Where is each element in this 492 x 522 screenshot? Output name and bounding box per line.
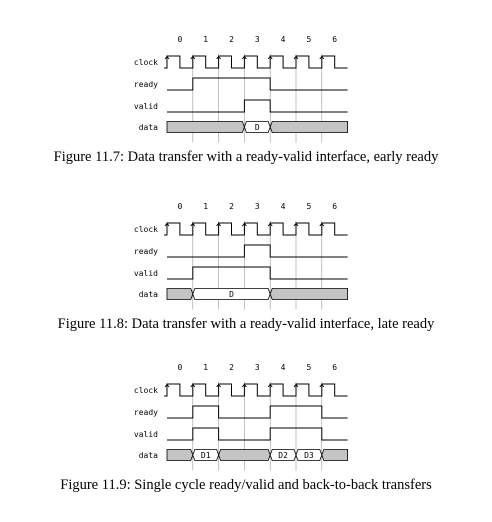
figure-2: 0 1 2 3 4 5 6 clock ready valid data D Figure 11.8: … [58, 202, 435, 332]
rising-edge-arrow [319, 222, 325, 227]
signal-name-clock: clock [134, 386, 158, 395]
signal-name-data: data [139, 123, 158, 132]
figure-caption: Figure 11.7: Data transfer with a ready-… [54, 149, 439, 165]
cycle-number: 0 [177, 363, 182, 372]
cycle-number: 3 [255, 202, 260, 211]
figure-caption: Figure 11.8: Data transfer with a ready-… [58, 316, 435, 332]
ready-waveform [167, 405, 348, 419]
signal-name-ready: ready [134, 247, 158, 256]
cycle-number: 6 [332, 363, 337, 372]
signal-name-clock: clock [134, 225, 158, 234]
rising-edge-arrow [267, 222, 273, 227]
ready-waveform [167, 244, 348, 258]
signal-name-valid: valid [134, 430, 158, 439]
cycle-number: 1 [203, 202, 208, 211]
cycle-number: 3 [255, 363, 260, 372]
bus-invalid-segment [269, 288, 348, 300]
bus-invalid-segment [321, 449, 348, 461]
bus-data-label: D3 [304, 451, 314, 460]
bus-invalid-segment [269, 121, 348, 133]
bus-invalid-segment [166, 121, 245, 133]
cycle-number: 2 [229, 202, 234, 211]
bus-data-label: D [255, 123, 260, 132]
bus-data-label: D [229, 290, 234, 299]
rising-edge-arrow [319, 55, 325, 60]
figure-caption: Figure 11.9: Single cycle ready/valid an… [60, 477, 432, 493]
bus-invalid-segment [166, 288, 194, 300]
signal-name-ready: ready [134, 408, 158, 417]
rising-edge-arrow [293, 222, 299, 227]
rising-edge-arrow [242, 222, 247, 227]
rising-edge-arrow [319, 383, 325, 388]
rising-edge-arrow [216, 55, 221, 60]
rising-edge-arrow [190, 222, 196, 227]
cycle-number: 4 [281, 363, 286, 372]
cycle-number: 4 [281, 202, 286, 211]
rising-edge-arrow [216, 383, 221, 388]
valid-waveform [167, 99, 348, 113]
cycle-number: 4 [281, 35, 286, 44]
rising-edge-arrow [242, 383, 247, 388]
rising-edge-arrow [267, 383, 273, 388]
rising-edge-arrow [164, 383, 170, 388]
bus-invalid-segment [218, 449, 271, 461]
cycle-number: 6 [332, 202, 337, 211]
cycle-number: 1 [203, 363, 208, 372]
rising-edge-arrow [216, 222, 221, 227]
figure-1: 0 1 2 3 4 5 6 clock ready valid data D Figure 11.7: … [54, 35, 439, 165]
cycle-number: 2 [229, 35, 234, 44]
valid-waveform [167, 427, 348, 441]
clock-waveform [164, 55, 348, 69]
signal-name-valid: valid [134, 269, 158, 278]
cycle-number: 2 [229, 363, 234, 372]
signal-name-valid: valid [134, 102, 158, 111]
rising-edge-arrow [242, 55, 247, 60]
cycle-number: 3 [255, 35, 260, 44]
rising-edge-arrow [190, 383, 196, 388]
clock-waveform [164, 222, 348, 236]
cycle-number: 0 [177, 35, 182, 44]
rising-edge-arrow [267, 55, 273, 60]
cycle-number: 1 [203, 35, 208, 44]
cycle-number: 5 [306, 202, 311, 211]
rising-edge-arrow [293, 383, 299, 388]
cycle-number: 5 [306, 35, 311, 44]
rising-edge-arrow [164, 55, 170, 60]
cycle-number: 5 [306, 363, 311, 372]
bus-invalid-segment [166, 449, 194, 461]
rising-edge-arrow [293, 55, 299, 60]
cycle-number: 6 [332, 35, 337, 44]
signal-name-clock: clock [134, 58, 158, 67]
ready-waveform [167, 77, 348, 91]
clock-waveform [164, 383, 348, 397]
signal-name-ready: ready [134, 80, 158, 89]
signal-name-data: data [139, 290, 158, 299]
signal-name-data: data [139, 451, 158, 460]
bus-data-label: D1 [201, 451, 211, 460]
rising-edge-arrow [190, 55, 196, 60]
rising-edge-arrow [164, 222, 170, 227]
bus-data-label: D2 [278, 451, 288, 460]
valid-waveform [167, 266, 348, 280]
cycle-number: 0 [177, 202, 182, 211]
